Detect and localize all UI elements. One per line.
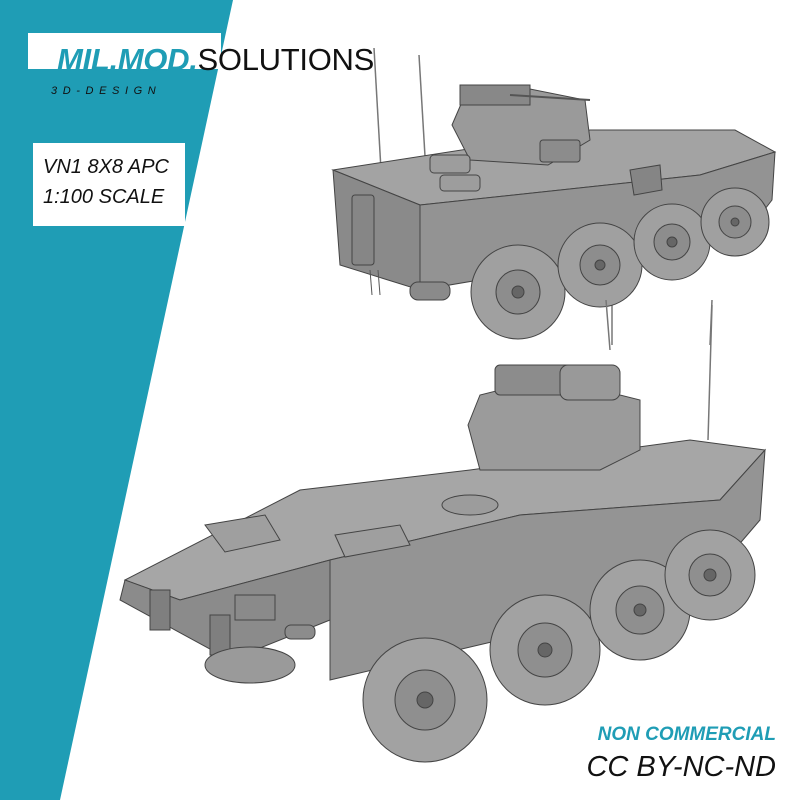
license-code: CC BY-NC-ND [586, 751, 776, 783]
brand-logo: MIL.MOD.SOLUTIONS [57, 44, 374, 75]
vehicle-rear-view [331, 47, 777, 346]
product-title-line1: VN1 8X8 APC [43, 156, 169, 178]
vehicle-front-view [119, 299, 767, 763]
logo-box [28, 33, 221, 69]
brand-name-bold: MIL.MOD. [57, 42, 198, 77]
product-title-box [33, 143, 185, 226]
brand-tagline: 3D-DESIGN [51, 85, 162, 97]
brand-name-thin: SOLUTIONS [197, 42, 375, 77]
product-title-line2: 1:100 SCALE [43, 186, 165, 208]
license-usage: NON COMMERCIAL [597, 724, 776, 745]
